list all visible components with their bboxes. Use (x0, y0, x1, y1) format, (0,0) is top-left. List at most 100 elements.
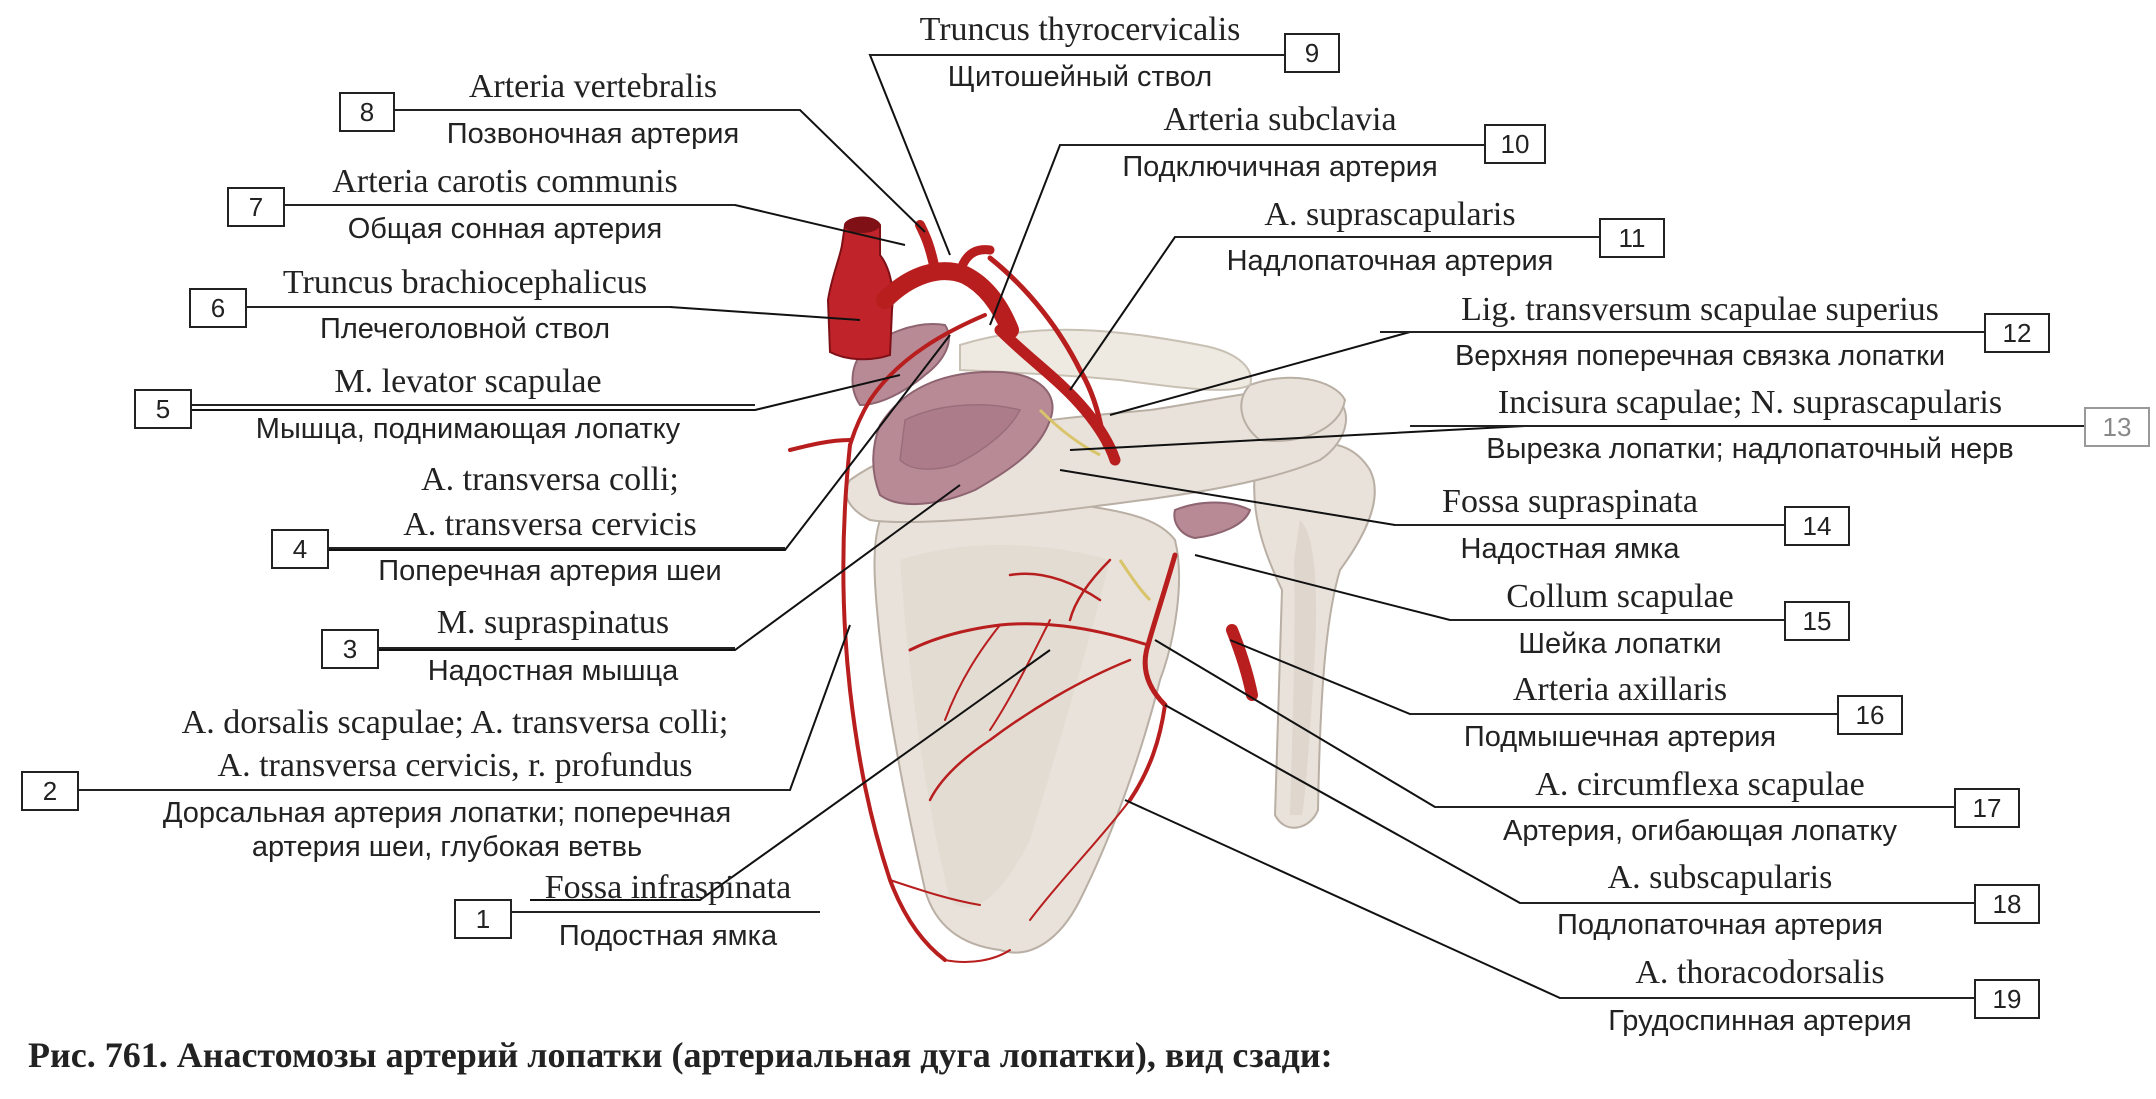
number-box (339, 92, 395, 132)
number-text: 2 (43, 776, 57, 806)
label-15: Collum scapulae Шейка лопатки 15 (1450, 578, 1850, 660)
number-text: 19 (1993, 984, 2022, 1014)
label-16: Arteria axillaris Подмышечная артерия 16 (1410, 671, 1903, 753)
label-latin-line1: A. dorsalis scapulae; A. transversa coll… (182, 704, 729, 741)
label-latin: Fossa infraspinata (545, 869, 791, 906)
label-russian: Надлопаточная артерия (1227, 245, 1554, 277)
number-box (1954, 788, 2020, 828)
label-latin: Arteria vertebralis (469, 68, 717, 105)
number-box (1784, 506, 1850, 546)
label-russian-line1: Дорсальная артерия лопатки; поперечная (163, 797, 731, 829)
number-box (227, 187, 285, 227)
label-russian: Поперечная артерия шеи (378, 555, 722, 587)
illustration (788, 216, 1376, 963)
label-latin: Collum scapulae (1506, 578, 1734, 615)
label-13: Incisura scapulae; N. suprascapularis Вы… (1410, 384, 2150, 465)
label-russian: Вырезка лопатки; надлопаточный нерв (1486, 433, 2013, 465)
label-14: Fossa supraspinata Надостная ямка 14 (1395, 483, 1850, 565)
label-3: 3 M. supraspinatus Надостная мышца (321, 604, 735, 687)
label-latin: A. suprascapularis (1264, 196, 1515, 233)
label-russian: Плечеголовной ствол (320, 313, 610, 345)
label-18: A. subscapularis Подлопаточная артерия 1… (1520, 859, 2040, 941)
number-text: 4 (293, 534, 307, 564)
number-text: 16 (1856, 700, 1885, 730)
label-russian: Подключичная артерия (1122, 151, 1437, 183)
number-box (2084, 407, 2150, 447)
number-text: 15 (1803, 606, 1832, 636)
label-russian-line2: артерия шеи, глубокая ветвь (252, 831, 642, 863)
label-russian: Общая сонная артерия (348, 213, 663, 245)
number-box (454, 899, 512, 939)
label-latin-line1: A. transversa colli; (421, 461, 679, 498)
label-russian: Подлопаточная артерия (1557, 909, 1883, 941)
label-latin: M. supraspinatus (437, 604, 669, 641)
label-latin: Fossa supraspinata (1442, 483, 1698, 520)
label-russian: Подмышечная артерия (1464, 721, 1776, 753)
number-box (134, 389, 192, 429)
dorsal-scapular-artery (841, 443, 947, 962)
label-latin-line2: A. transversa cervicis (403, 506, 697, 543)
label-russian: Надостная ямка (1461, 533, 1681, 565)
label-latin: A. subscapularis (1608, 859, 1833, 896)
label-19: A. thoracodorsalis Грудоспинная артерия … (1560, 954, 2040, 1037)
number-box (189, 288, 247, 328)
label-latin: A. circumflexa scapulae (1535, 766, 1864, 803)
label-russian: Подостная ямка (559, 920, 778, 952)
suprascapular-nerve (1038, 408, 1101, 457)
number-box (1974, 884, 2040, 924)
number-text: 12 (2003, 318, 2032, 348)
label-russian: Шейка лопатки (1518, 628, 1721, 660)
number-text: 17 (1973, 793, 2002, 823)
number-text: 11 (1619, 223, 1646, 253)
number-text: 7 (249, 192, 263, 222)
label-11: A. suprascapularis Надлопаточная артерия… (1175, 196, 1665, 277)
number-box (1837, 695, 1903, 735)
number-text: 10 (1501, 129, 1530, 159)
figure-caption: Рис. 761. Анастомозы артерий лопатки (ар… (28, 1035, 1333, 1075)
labels: Truncus thyrocervicalis Щитошейный ствол… (21, 11, 2150, 1037)
label-7: 7 Arteria carotis communis Общая сонная … (227, 163, 735, 245)
label-12: Lig. transversum scapulae superius Верхн… (1380, 291, 2050, 372)
label-russian: Мышца, поднимающая лопатку (256, 413, 681, 445)
number-text: 18 (1993, 889, 2022, 919)
number-box (1484, 124, 1546, 164)
label-latin: Arteria subclavia (1163, 101, 1396, 138)
label-2: A. dorsalis scapulae; A. transversa coll… (21, 704, 790, 863)
label-latin: M. levator scapulae (334, 363, 601, 400)
number-box (21, 771, 79, 811)
label-latin: Arteria carotis communis (332, 163, 678, 200)
label-latin: Truncus thyrocervicalis (920, 11, 1241, 48)
label-russian: Надостная мышца (428, 655, 679, 687)
number-box (1984, 313, 2050, 353)
number-text: 6 (211, 293, 225, 323)
number-text: 1 (476, 904, 490, 934)
number-text: 14 (1803, 511, 1832, 541)
label-latin: Arteria axillaris (1513, 671, 1727, 708)
label-russian: Верхняя поперечная связка лопатки (1455, 340, 1945, 372)
number-text: 9 (1305, 38, 1319, 68)
label-5: 5 M. levator scapulae Мышца, поднимающая… (134, 363, 755, 445)
number-box (1784, 601, 1850, 641)
label-latin: A. thoracodorsalis (1635, 954, 1884, 991)
scapula-bone (873, 499, 1180, 954)
label-4: A. transversa colli; A. transversa cervi… (271, 461, 785, 587)
label-6: 6 Truncus brachiocephalicus Плечеголовно… (189, 264, 670, 345)
label-russian: Щитошейный ствол (948, 61, 1212, 93)
label-latin: Incisura scapulae; N. suprascapularis (1498, 384, 2002, 421)
number-text: 3 (343, 634, 357, 664)
axillary-artery (1226, 624, 1258, 701)
number-box (321, 629, 379, 669)
label-latin: Lig. transversum scapulae superius (1461, 291, 1939, 328)
label-10: Arteria subclavia Подключичная артерия 1… (1060, 101, 1546, 183)
number-text: 8 (360, 97, 374, 127)
label-1: 1 Fossa infraspinata Подостная ямка (454, 869, 820, 952)
number-text: 13 (2103, 412, 2132, 442)
label-17: A. circumflexa scapulae Артерия, огибающ… (1435, 766, 2020, 847)
label-9: Truncus thyrocervicalis Щитошейный ствол… (870, 11, 1340, 93)
label-8: 8 Arteria vertebralis Позвоночная артери… (339, 68, 800, 150)
number-box (1284, 33, 1340, 73)
label-russian: Позвоночная артерия (447, 118, 739, 150)
number-box (1974, 979, 2040, 1019)
label-latin: Truncus brachiocephalicus (283, 264, 647, 301)
